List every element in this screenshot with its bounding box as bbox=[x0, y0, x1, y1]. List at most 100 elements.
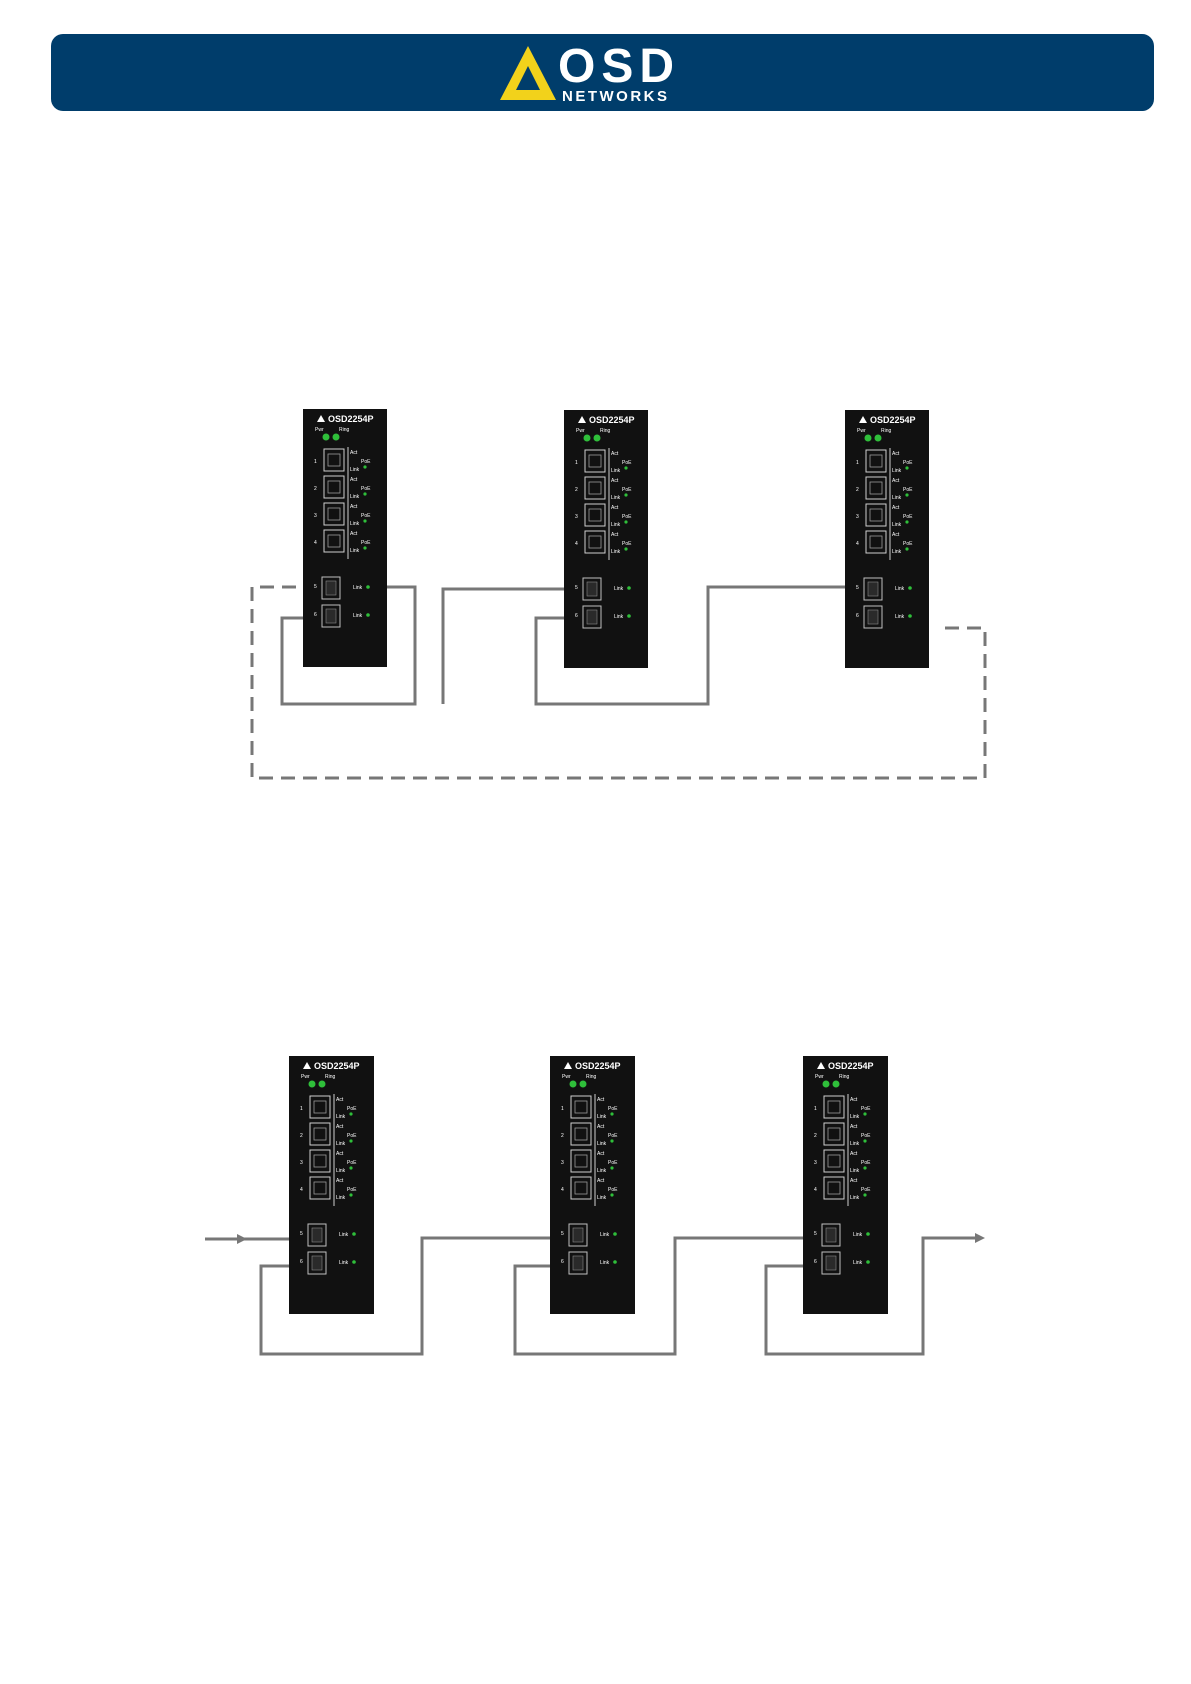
port-number: 4 bbox=[300, 1187, 303, 1193]
rj45-port bbox=[570, 1149, 592, 1173]
act-label: Act bbox=[597, 1124, 605, 1130]
port-number: 3 bbox=[314, 513, 317, 519]
port-number: 5 bbox=[575, 585, 578, 591]
poe-led bbox=[863, 1139, 867, 1143]
rj45-port bbox=[823, 1122, 845, 1146]
sfp-link-led bbox=[627, 614, 631, 618]
ring-led bbox=[579, 1080, 587, 1088]
port-number: 2 bbox=[314, 486, 317, 492]
poe-label: PoE bbox=[861, 1160, 871, 1166]
link-label: Link bbox=[350, 548, 360, 554]
rj45-socket bbox=[827, 1181, 841, 1195]
poe-label: PoE bbox=[608, 1187, 618, 1193]
act-label: Act bbox=[892, 451, 900, 457]
sfp-port bbox=[821, 1223, 841, 1247]
redundant-cable bbox=[250, 585, 987, 780]
poe-label: PoE bbox=[347, 1187, 357, 1193]
logo-icon bbox=[317, 415, 325, 422]
pwr-led bbox=[569, 1080, 577, 1088]
pwr-label: Pwr bbox=[815, 1074, 824, 1080]
device-model: OSD2254P bbox=[575, 1061, 621, 1071]
act-label: Act bbox=[611, 505, 619, 511]
port-number: 6 bbox=[314, 612, 317, 618]
rj45-port bbox=[323, 475, 345, 499]
rj45-port bbox=[309, 1095, 331, 1119]
device-body bbox=[303, 409, 387, 667]
rj45-socket bbox=[827, 1154, 841, 1168]
logo-icon bbox=[817, 1062, 825, 1069]
rj45-port bbox=[323, 529, 345, 553]
link-label: Link bbox=[336, 1168, 346, 1174]
link-label: Link bbox=[336, 1195, 346, 1201]
sfp-socket bbox=[311, 1227, 323, 1243]
port-number: 2 bbox=[856, 487, 859, 493]
poe-led bbox=[349, 1139, 353, 1143]
rj45-socket bbox=[574, 1181, 588, 1195]
sfp-link-led bbox=[866, 1232, 870, 1236]
act-label: Act bbox=[597, 1151, 605, 1157]
rj45-port bbox=[584, 503, 606, 527]
rj45-socket bbox=[327, 453, 341, 467]
poe-label: PoE bbox=[622, 460, 632, 466]
sfp-link-led bbox=[613, 1232, 617, 1236]
poe-led bbox=[363, 546, 367, 550]
link-label: Link bbox=[350, 467, 360, 473]
rj45-port bbox=[584, 449, 606, 473]
poe-label: PoE bbox=[361, 513, 371, 519]
ring-led bbox=[874, 434, 882, 442]
link-label: Link bbox=[850, 1195, 860, 1201]
poe-led bbox=[863, 1193, 867, 1197]
sfp-port bbox=[582, 605, 602, 629]
poe-label: PoE bbox=[622, 487, 632, 493]
fiber-cable bbox=[259, 1236, 556, 1356]
ring-label: Ring bbox=[881, 428, 892, 434]
link-label: Link bbox=[892, 522, 902, 528]
rj45-socket bbox=[869, 454, 883, 468]
link-label: Link bbox=[611, 549, 621, 555]
rj45-port bbox=[309, 1176, 331, 1200]
link-label: Link bbox=[895, 614, 905, 620]
rj45-port bbox=[865, 476, 887, 500]
pwr-label: Pwr bbox=[857, 428, 866, 434]
rj45-port bbox=[323, 448, 345, 472]
sfp-socket bbox=[572, 1255, 584, 1271]
rj45-port bbox=[584, 476, 606, 500]
logo-icon bbox=[564, 1062, 572, 1069]
pwr-label: Pwr bbox=[576, 428, 585, 434]
rj45-socket bbox=[588, 508, 602, 522]
sfp-socket bbox=[325, 580, 337, 596]
link-label: Link bbox=[353, 585, 363, 591]
pwr-led bbox=[583, 434, 591, 442]
sfp-link-led bbox=[352, 1260, 356, 1264]
poe-label: PoE bbox=[861, 1106, 871, 1112]
sfp-port bbox=[321, 604, 341, 628]
sfp-port bbox=[568, 1223, 588, 1247]
poe-led bbox=[610, 1139, 614, 1143]
poe-label: PoE bbox=[608, 1133, 618, 1139]
act-label: Act bbox=[611, 532, 619, 538]
poe-led bbox=[624, 547, 628, 551]
link-label: Link bbox=[614, 586, 624, 592]
port-number: 2 bbox=[300, 1133, 303, 1139]
rj45-port bbox=[309, 1122, 331, 1146]
link-label: Link bbox=[600, 1260, 610, 1266]
rj45-socket bbox=[313, 1100, 327, 1114]
rj45-socket bbox=[574, 1154, 588, 1168]
link-label: Link bbox=[336, 1141, 346, 1147]
rj45-socket bbox=[869, 481, 883, 495]
port-number: 3 bbox=[814, 1160, 817, 1166]
port-number: 2 bbox=[561, 1133, 564, 1139]
poe-led bbox=[905, 547, 909, 551]
port-number: 2 bbox=[575, 487, 578, 493]
act-label: Act bbox=[850, 1124, 858, 1130]
link-label: Link bbox=[895, 586, 905, 592]
arrow-head-icon bbox=[975, 1233, 985, 1243]
link-label: Link bbox=[850, 1114, 860, 1120]
rj45-socket bbox=[327, 480, 341, 494]
sfp-link-led bbox=[613, 1260, 617, 1264]
port-number: 6 bbox=[856, 613, 859, 619]
